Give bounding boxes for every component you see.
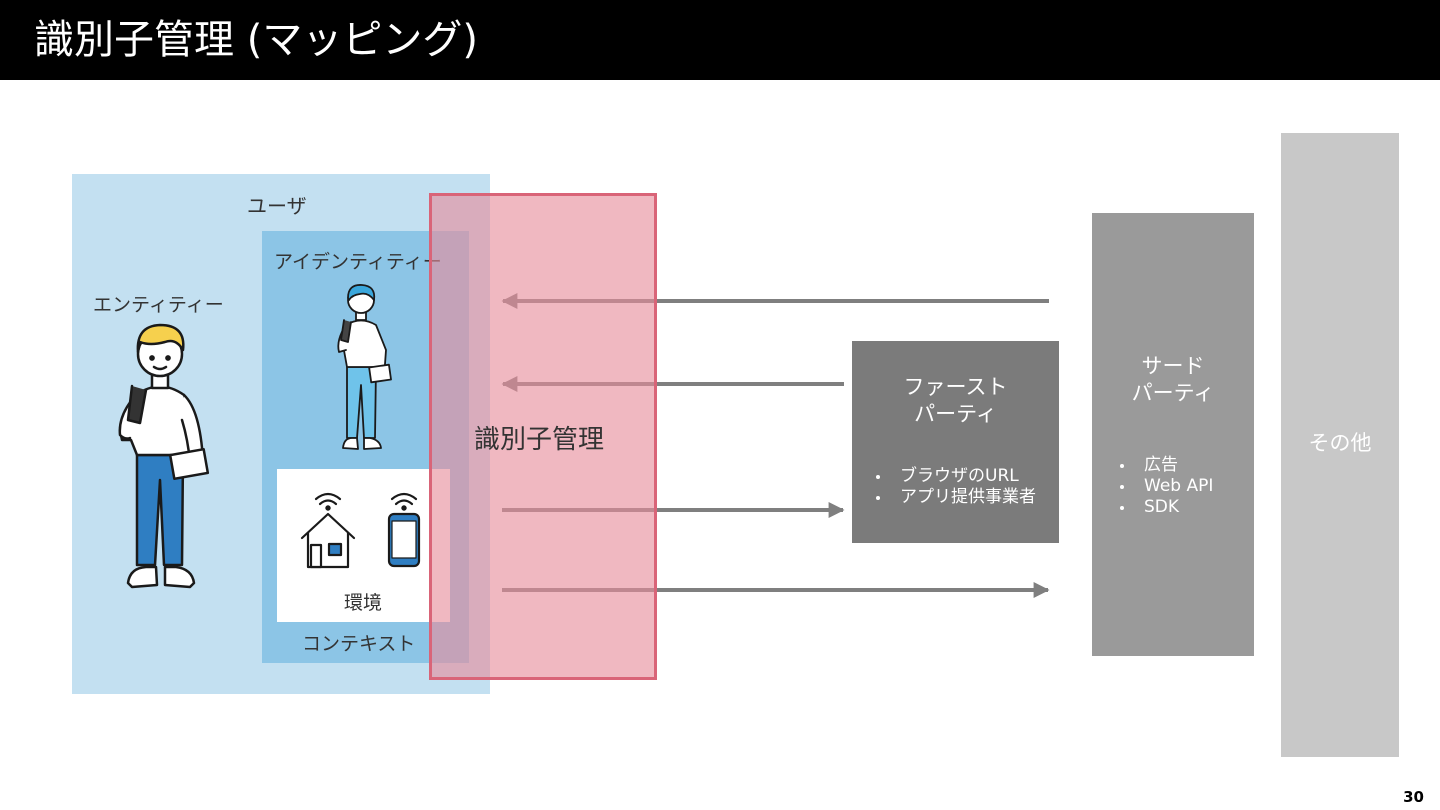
- third-party-title-line2: パーティ: [1131, 381, 1215, 405]
- person-large-icon: [118, 323, 210, 589]
- third-party-box: [1092, 213, 1254, 656]
- user-label: ユーザ: [247, 194, 307, 218]
- list-item: Web API: [1116, 476, 1213, 497]
- list-item: アプリ提供事業者: [872, 487, 1036, 508]
- id-management-box: [429, 193, 657, 680]
- first-party-box: [852, 341, 1059, 543]
- first-party-title-line1: ファースト: [903, 375, 1008, 399]
- environment-box: [277, 469, 450, 622]
- entity-label: エンティティー: [93, 294, 224, 316]
- page-number: 30: [1403, 788, 1424, 806]
- house-wifi-icon: [300, 492, 356, 569]
- first-party-list: ブラウザのURL アプリ提供事業者: [872, 466, 1036, 508]
- third-party-title-line1: サード: [1141, 354, 1205, 378]
- list-item: ブラウザのURL: [872, 466, 1036, 487]
- slide-title: 識別子管理 (マッピング): [34, 17, 478, 63]
- first-party-title-line2: パーティ: [914, 402, 997, 426]
- list-item: SDK: [1116, 497, 1213, 518]
- other-label: その他: [1308, 431, 1372, 455]
- smartphone-wifi-icon: [387, 492, 421, 568]
- third-party-title: サード パーティ: [1092, 353, 1254, 407]
- first-party-title: ファースト パーティ: [852, 374, 1059, 428]
- identity-label: アイデンティティー: [274, 251, 442, 273]
- environment-label: 環境: [344, 592, 383, 614]
- slide-header: 識別子管理 (マッピング): [0, 0, 1440, 80]
- context-label: コンテキスト: [302, 633, 416, 655]
- other-box: [1281, 133, 1399, 757]
- person-small-icon: [337, 284, 392, 450]
- list-item: 広告: [1116, 455, 1213, 476]
- third-party-list: 広告 Web API SDK: [1116, 455, 1213, 518]
- id-management-label: 識別子管理: [474, 425, 605, 455]
